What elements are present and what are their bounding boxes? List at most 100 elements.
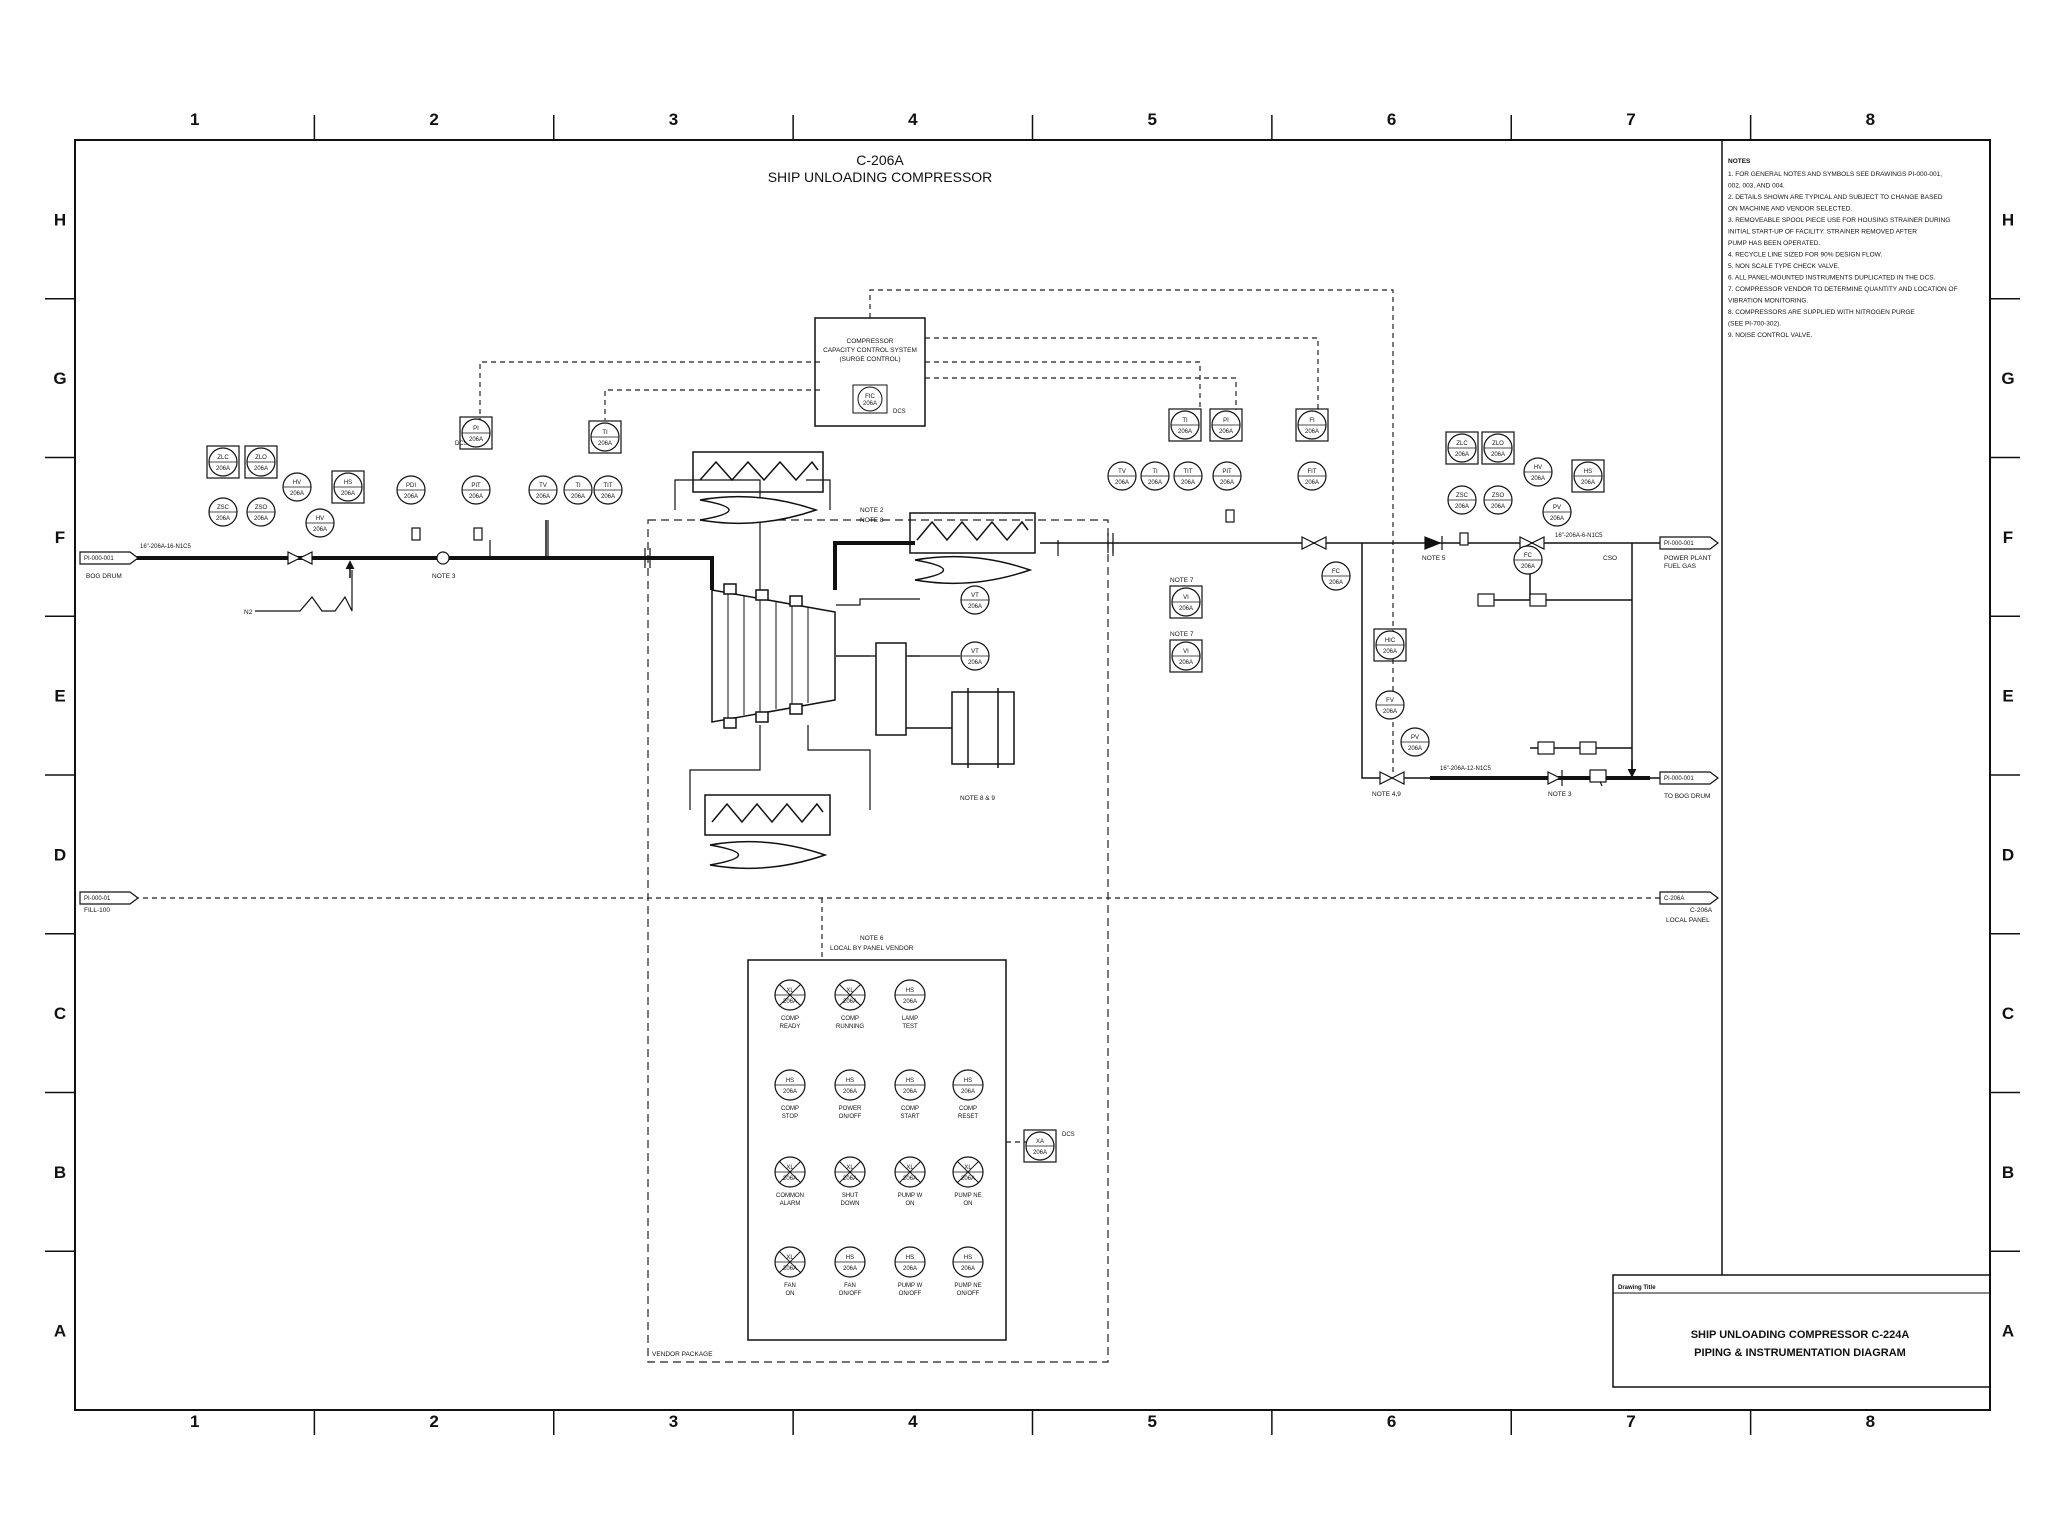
air-cooler-2	[909, 512, 1036, 585]
instrument-tag: TI	[1182, 418, 1188, 424]
dcs-label: DCS	[455, 441, 468, 447]
lamp-label1: COMP	[959, 1106, 977, 1112]
instrument-tag: ZLO	[255, 455, 267, 461]
lamp-num: 206A	[783, 1089, 797, 1095]
note-line: 6. ALL PANEL-MOUNTED INSTRUMENTS DUPLICA…	[1728, 275, 1936, 282]
grid-col-label: 4	[908, 1412, 918, 1431]
lamp-num: 206A	[783, 999, 797, 1005]
offpage-panel-label1: C-206A	[1690, 907, 1713, 914]
instrument-tag: HV	[293, 480, 301, 486]
lamp-tag: HS	[906, 1255, 914, 1261]
instrument-num: 206A	[601, 494, 615, 500]
instrument-tag: HV	[316, 516, 324, 522]
instrument-tag: FI	[1309, 418, 1315, 424]
grid-row-label: H	[54, 210, 66, 229]
note7-label-b: NOTE 7	[1170, 631, 1194, 638]
note-line: 3. REMOVEABLE SPOOL PIECE USE FOR HOUSIN…	[1728, 217, 1950, 224]
lamp-label1: PUMP W	[898, 1283, 923, 1289]
compressor	[711, 583, 1015, 768]
note2-label: NOTE 2	[860, 507, 884, 514]
lamp-label1: COMMON	[776, 1193, 804, 1199]
instrument-tag: VI	[1183, 595, 1189, 601]
instrument-tag: PV	[1553, 505, 1561, 511]
instrument-num: 206A	[1329, 580, 1343, 586]
grid-row-label: G	[2001, 369, 2014, 388]
lamp-tag: HS	[964, 1255, 972, 1261]
line-bog-in: 16"-206A-16-N1C5	[140, 544, 191, 550]
instrument-num: 206A	[1220, 480, 1234, 486]
ccs-line2: CAPACITY CONTROL SYSTEM	[823, 347, 917, 354]
lamp-label1: COMP	[781, 1106, 799, 1112]
xa-num: 206A	[1033, 1150, 1047, 1156]
local-panel	[747, 959, 1007, 1341]
grid-col-label: 7	[1626, 1412, 1635, 1431]
instrument-tag: TV	[539, 483, 547, 489]
instrument-num: 206A	[469, 437, 483, 443]
instrument-tag: TV	[1118, 469, 1126, 475]
note-line: 8. COMPRESSORS ARE SUPPLIED WITH NITROGE…	[1728, 309, 1915, 316]
grid-col-label: 5	[1147, 110, 1156, 129]
grid-row-label: D	[54, 845, 66, 864]
note7-label-a: NOTE 7	[1170, 577, 1194, 584]
note3-label-b: NOTE 3	[1548, 791, 1572, 798]
lamp-label2: READY	[780, 1024, 801, 1030]
note-line: 7. COMPRESSOR VENDOR TO DETERMINE QUANTI…	[1728, 286, 1958, 293]
instrument-num: 206A	[1219, 429, 1233, 435]
note-local-2: LOCAL BY PANEL VENDOR	[830, 945, 914, 952]
grid-row-label: H	[2002, 210, 2014, 229]
instrument-num: 206A	[290, 491, 304, 497]
lamp-label1: FAN	[844, 1283, 856, 1289]
note-line: 1. FOR GENERAL NOTES AND SYMBOLS SEE DRA…	[1728, 171, 1942, 178]
process-lines	[130, 479, 1692, 810]
lamp-label1: PUMP NE	[954, 1193, 981, 1199]
instrument-tag: FIT	[1308, 469, 1317, 475]
line-drum: 16"-206A-12-N1C5	[1440, 766, 1491, 772]
lamp-label1: PUMP W	[898, 1193, 923, 1199]
grid-row-label: E	[2002, 687, 2013, 706]
grid-col-label: 2	[429, 110, 438, 129]
lamp-label2: STOP	[782, 1114, 798, 1120]
lamp-tag: XL	[786, 1255, 794, 1261]
note-line: 002, 003, AND 004.	[1728, 183, 1785, 190]
note-local-1: NOTE 6	[860, 935, 884, 942]
instrument-num: 206A	[1455, 504, 1469, 510]
instrument-num: 206A	[1581, 480, 1595, 486]
drawing-title-tag: C-206A	[856, 152, 904, 168]
lamp-label2: ON/OFF	[839, 1114, 862, 1120]
note89-label: NOTE 8 & 9	[960, 795, 995, 802]
grid-row-label: A	[2002, 1322, 2014, 1341]
instrument-tag: HIC	[1385, 638, 1396, 644]
instrument-vi: VI 206A	[1169, 585, 1203, 619]
lamp-label2: TEST	[902, 1024, 918, 1030]
instrument-num: 206A	[1179, 606, 1193, 612]
offpage-fuel-label2: FUEL GAS	[1664, 563, 1697, 570]
lamp-num: 206A	[843, 999, 857, 1005]
lamp-tag: XL	[906, 1165, 914, 1171]
ccs-fic-tag: FIC	[865, 394, 875, 400]
lamp-label1: COMP	[841, 1016, 859, 1022]
instrument-tag: PI	[473, 426, 479, 432]
lamp-num: 206A	[843, 1176, 857, 1182]
instrument-num: 206A	[968, 604, 982, 610]
ccs-line3: (SURGE CONTROL)	[839, 356, 900, 363]
instrument-tag: ZLC	[217, 455, 229, 461]
instrument-tag: ZSO	[1492, 493, 1505, 499]
note-line: INITIAL START-UP OF FACILITY. STRAINER R…	[1728, 229, 1917, 236]
instrument-num: 206A	[254, 466, 268, 472]
instrument-num: 206A	[254, 516, 268, 522]
